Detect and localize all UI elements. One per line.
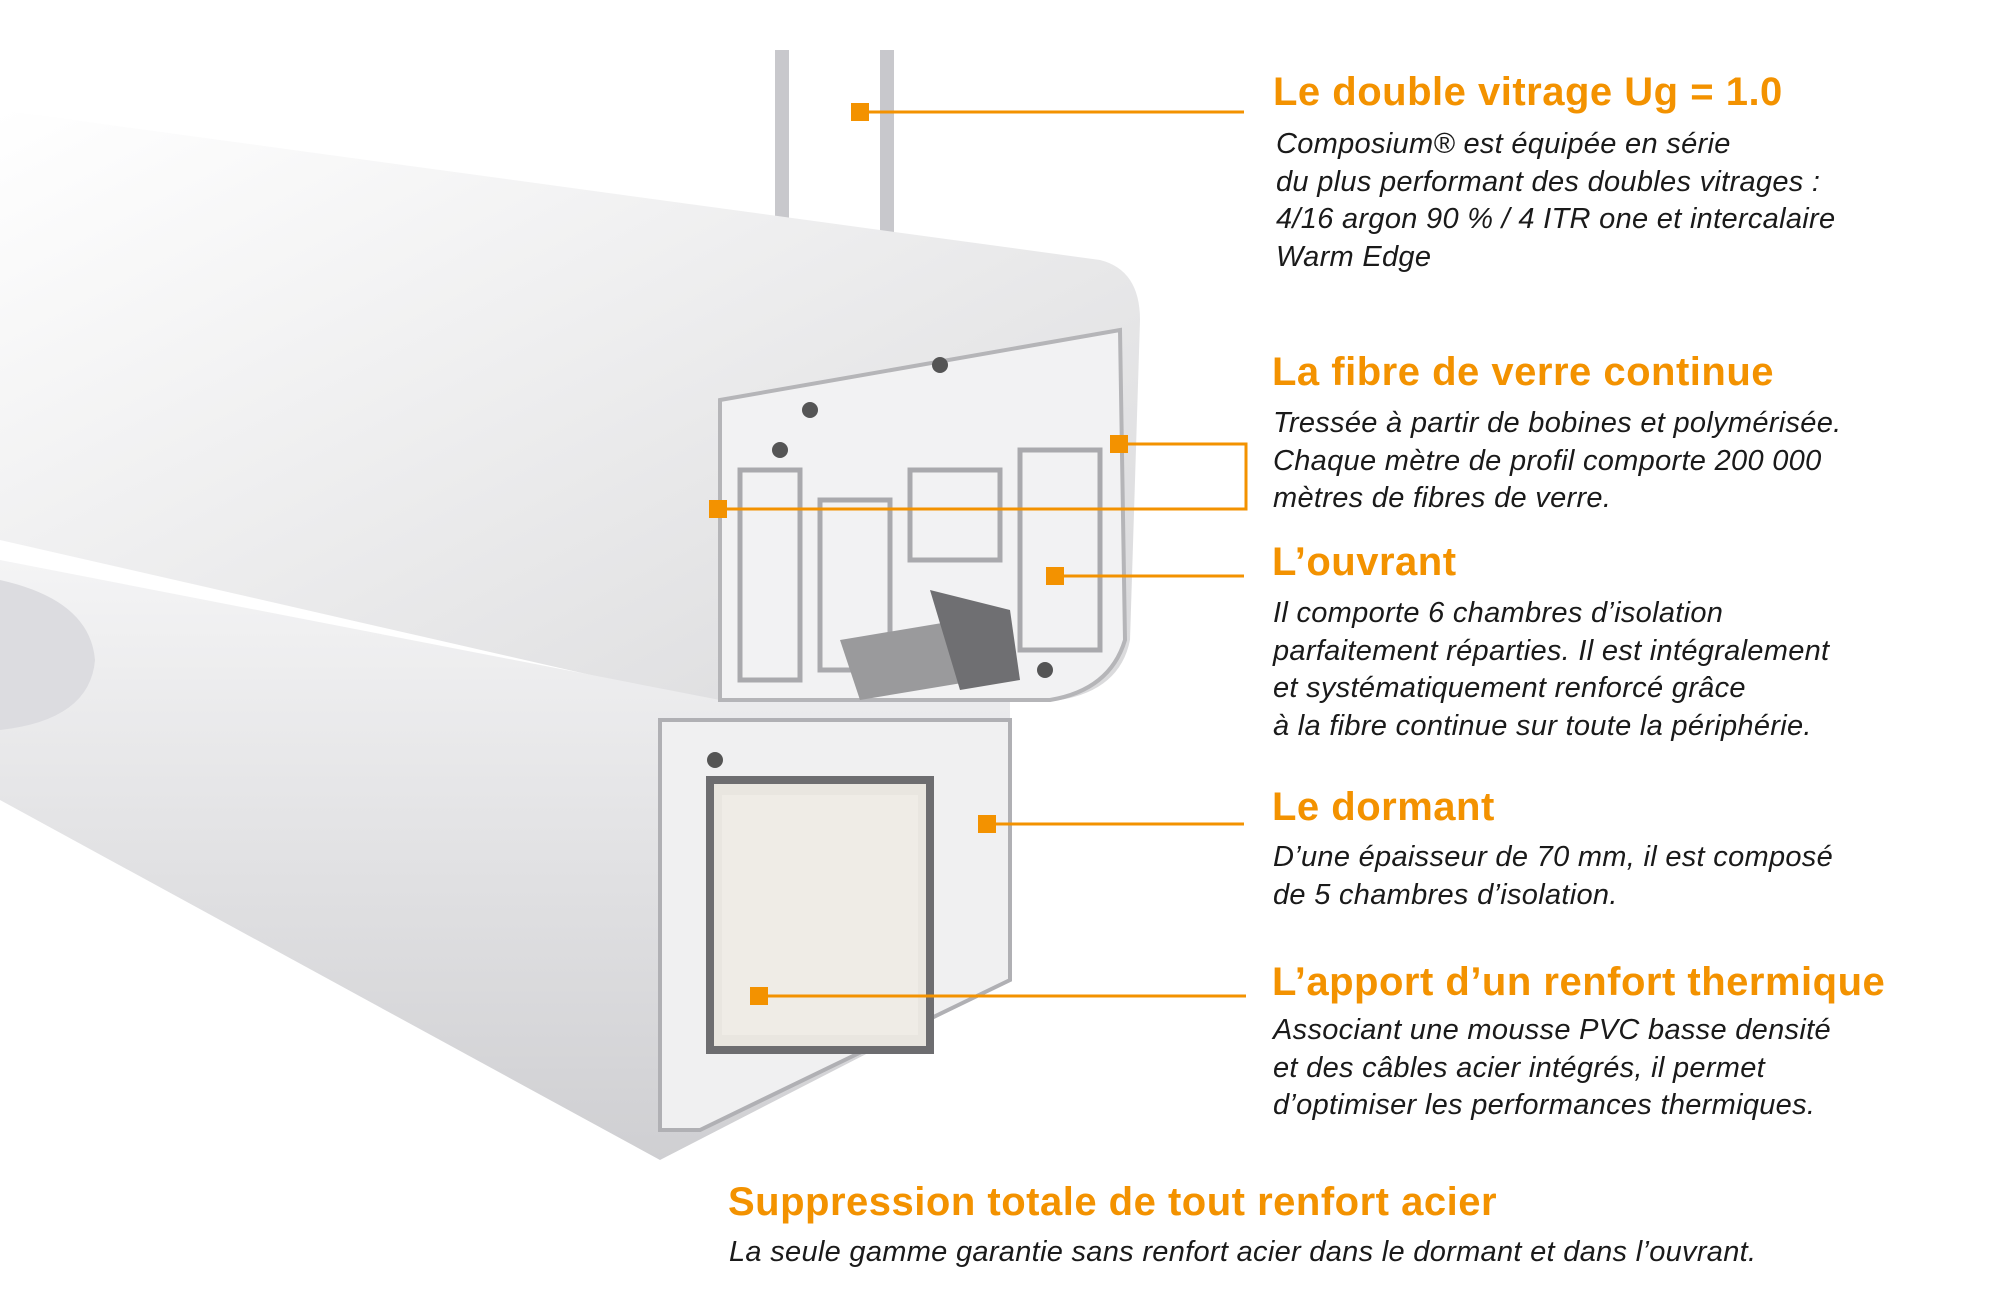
feature-title-thermal: L’apport d’un renfort thermique: [1272, 960, 1886, 1004]
text-line: Composium® est équipée en série: [1276, 128, 1731, 160]
marker-square-fibre-2: [709, 500, 727, 518]
marker-square-fibre-1: [1110, 435, 1128, 453]
text-line: du plus performant des doubles vitrages …: [1276, 165, 1821, 198]
marker-square-glazing: [851, 103, 869, 121]
footer-title: Suppression totale de tout renfort acier: [728, 1180, 1498, 1224]
text-line: parfaitement réparties. Il est intégrale…: [1273, 634, 1830, 667]
text-line: et systématiquement renforcé grâce: [1273, 672, 1746, 704]
footer-text: La seule gamme garantie sans renfort aci…: [729, 1236, 1757, 1268]
text-line: Tressée à partir de bobines et polyméris…: [1273, 407, 1842, 439]
text-line: Warm Edge: [1276, 240, 1432, 273]
leader-line-fibre: [718, 442, 1248, 511]
text-line: Il comporte 6 chambres d’isolation: [1273, 597, 1724, 629]
text-line: 4/16 argon 90 % / 4 ITR one et intercala…: [1276, 203, 1836, 235]
text-line: de 5 chambres d’isolation.: [1273, 878, 1618, 911]
feature-text-fibre: Tressée à partir de bobines et polyméris…: [1273, 405, 1841, 518]
text-line: D’une épaisseur de 70 mm, il est composé: [1273, 841, 1834, 873]
text-line: Associant une mousse PVC basse densité: [1273, 1014, 1831, 1046]
feature-text-glazing: Composium® est équipée en série du plus …: [1276, 126, 1835, 276]
marker-square-thermal: [750, 987, 768, 1005]
marker-square-frame: [978, 815, 996, 833]
text-line: et des câbles acier intégrés, il permet: [1273, 1051, 1766, 1084]
feature-title-glazing: Le double vitrage Ug = 1.0: [1273, 70, 1783, 114]
marker-square-sash: [1046, 567, 1064, 585]
feature-title-sash: L’ouvrant: [1272, 540, 1457, 584]
text-line: Chaque mètre de profil comporte 200 000: [1273, 444, 1822, 477]
feature-title-fibre: La fibre de verre continue: [1272, 350, 1775, 394]
text-line: mètres de fibres de verre.: [1273, 482, 1612, 514]
feature-text-frame: D’une épaisseur de 70 mm, il est composé…: [1273, 839, 1833, 914]
feature-text-sash: Il comporte 6 chambres d’isolation parfa…: [1273, 595, 1829, 745]
feature-title-frame: Le dormant: [1272, 785, 1495, 829]
text-line: d’optimiser les performances thermiques.: [1273, 1089, 1816, 1121]
text-line: à la fibre continue sur toute la périphé…: [1273, 709, 1812, 742]
feature-text-thermal: Associant une mousse PVC basse densité e…: [1273, 1012, 1831, 1125]
